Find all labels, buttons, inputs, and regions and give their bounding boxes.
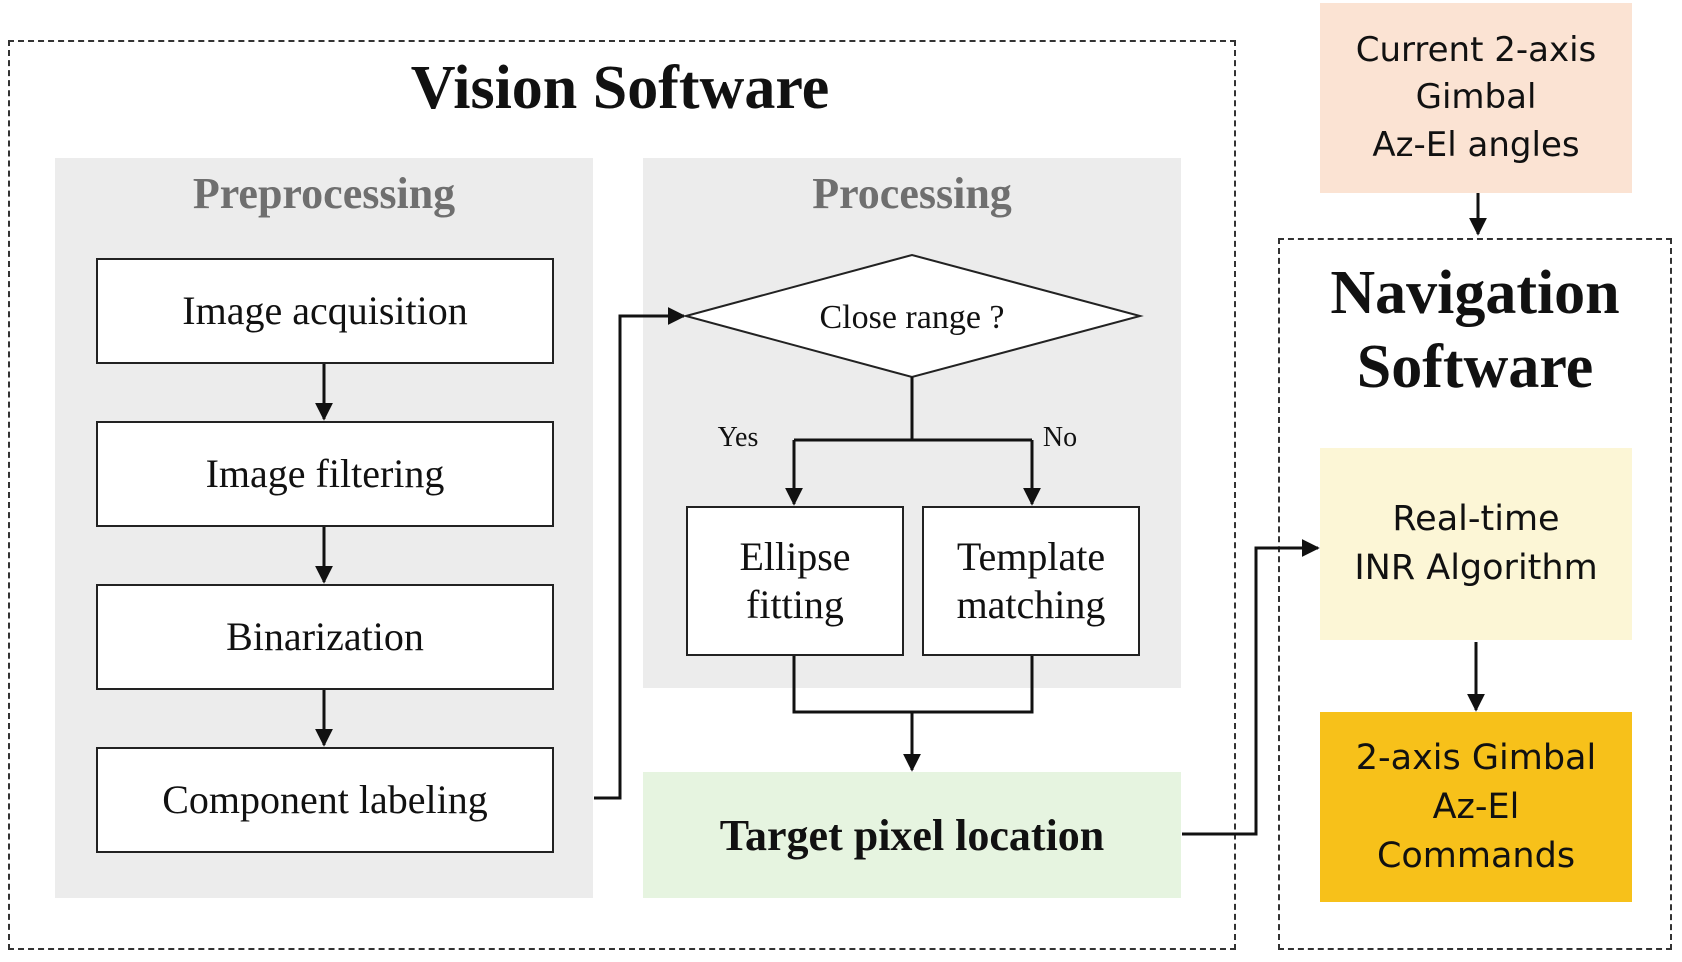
target-pixel-location-box: Target pixel location <box>643 772 1181 898</box>
binarization-box: Binarization <box>96 584 554 690</box>
template-matching-line-2: matching <box>956 582 1106 627</box>
arrow-labeling-to-decision <box>594 307 686 800</box>
component-labeling-box: Component labeling <box>96 747 554 853</box>
navigation-title-line-1: Navigation <box>1330 258 1620 327</box>
close-range-decision-diamond <box>682 253 1144 379</box>
merge-from-methods <box>792 656 1034 714</box>
inr-algorithm-line-1: Real-time <box>1392 499 1560 539</box>
preprocessing-title: Preprocessing <box>192 169 456 218</box>
ellipse-fitting-line-1: Ellipse <box>739 534 851 579</box>
gimbal-angles-line-2: Gimbal <box>1415 77 1537 118</box>
inr-algorithm-line-2: INR Algorithm <box>1354 548 1598 588</box>
navigation-software-title: Navigation Software <box>1278 250 1672 410</box>
ellipse-fitting-box: Ellipse fitting <box>686 506 904 656</box>
yes-label: Yes <box>718 422 759 453</box>
inr-algorithm-box: Real-time INR Algorithm <box>1320 448 1632 640</box>
template-matching-box: Template matching <box>922 506 1140 656</box>
image-acquisition-box: Image acquisition <box>96 258 554 364</box>
gimbal-angles-line-3: Az-El angles <box>1372 124 1580 165</box>
vision-software-frame <box>8 40 1236 950</box>
gimbal-commands-line-1: 2-axis Gimbal <box>1355 737 1597 778</box>
arrow-target-to-algorithm <box>1182 539 1320 836</box>
no-label: No <box>1043 422 1077 453</box>
navigation-title-line-2: Software <box>1356 333 1594 401</box>
gimbal-angles-line-1: Current 2-axis <box>1355 29 1597 70</box>
navigation-software-frame <box>1278 238 1672 950</box>
ellipse-fitting-line-2: fitting <box>746 582 844 627</box>
gimbal-commands-line-2: Az-El <box>1432 786 1520 827</box>
current-gimbal-angles-box: Current 2-axis Gimbal Az-El angles <box>1320 3 1632 193</box>
vision-software-title: Vision Software <box>410 53 830 122</box>
gimbal-commands-box: 2-axis Gimbal Az-El Commands <box>1320 712 1632 902</box>
gimbal-commands-line-3: Commands <box>1376 835 1576 876</box>
template-matching-line-1: Template <box>956 534 1106 579</box>
image-filtering-box: Image filtering <box>96 421 554 527</box>
processing-title: Processing <box>812 169 1012 218</box>
close-range-decision-label: Close range ? <box>819 299 1004 336</box>
